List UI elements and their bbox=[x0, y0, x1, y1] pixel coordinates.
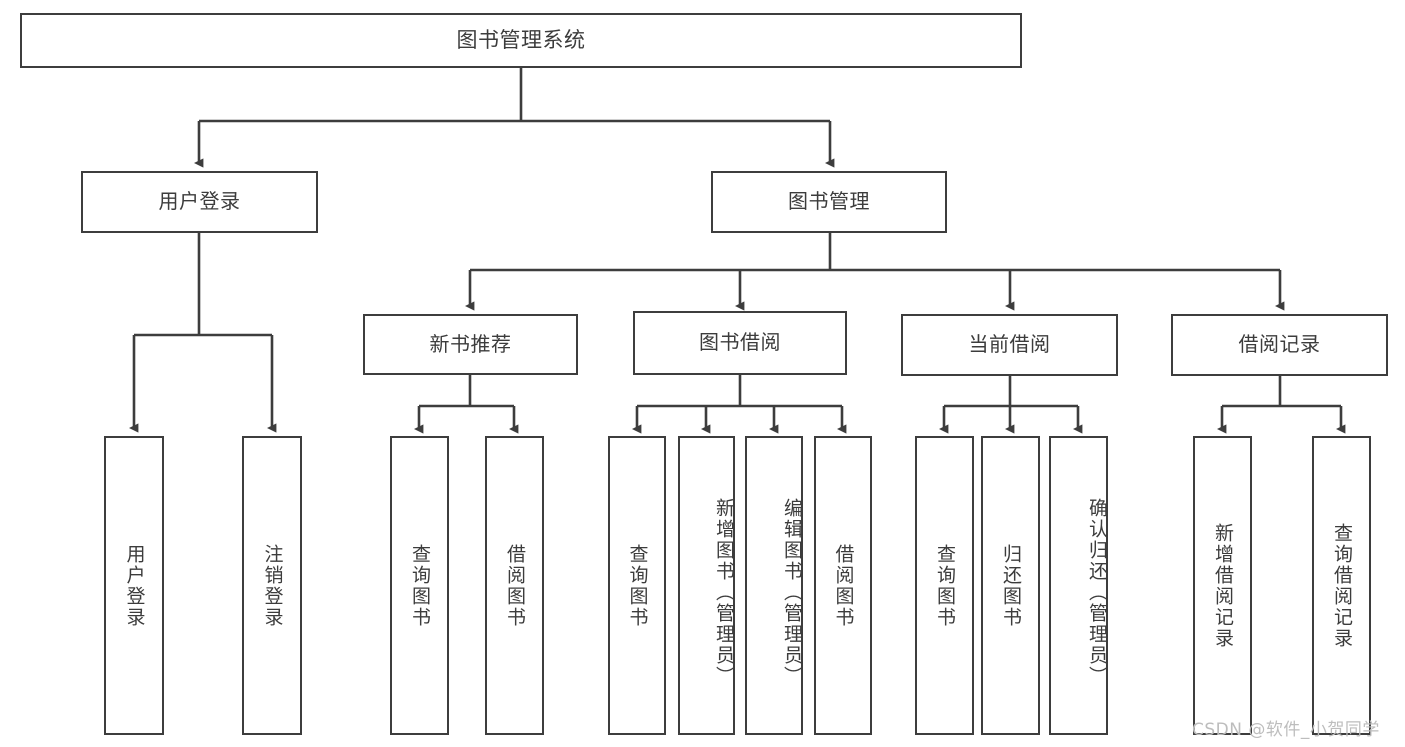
leaf-return-book[interactable]: 归还图书 bbox=[981, 436, 1040, 735]
node-book-borrow[interactable]: 图书借阅 bbox=[633, 311, 847, 375]
leaf-confirm-return-admin[interactable]: 确认归还（管理员） bbox=[1049, 436, 1108, 735]
leaf-logout[interactable]: 注销登录 bbox=[242, 436, 302, 735]
csdn-watermark: CSDN @软件_小贺同学 bbox=[1192, 720, 1380, 740]
leaf-borrow-book[interactable]: 借阅图书 bbox=[814, 436, 872, 735]
node-book-management[interactable]: 图书管理 bbox=[711, 171, 947, 233]
leaf-borrow-book-recommend[interactable]: 借阅图书 bbox=[485, 436, 544, 735]
leaf-user-login[interactable]: 用户登录 bbox=[104, 436, 164, 735]
leaf-add-book-admin[interactable]: 新增图书（管理员） bbox=[678, 436, 735, 735]
node-user-login[interactable]: 用户登录 bbox=[81, 171, 318, 233]
leaf-add-borrow-record[interactable]: 新增借阅记录 bbox=[1193, 436, 1252, 735]
leaf-edit-book-admin[interactable]: 编辑图书（管理员） bbox=[745, 436, 803, 735]
leaf-query-borrow-record[interactable]: 查询借阅记录 bbox=[1312, 436, 1371, 735]
leaf-query-book-recommend[interactable]: 查询图书 bbox=[390, 436, 449, 735]
node-borrow-record[interactable]: 借阅记录 bbox=[1171, 314, 1388, 376]
node-root-system[interactable]: 图书管理系统 bbox=[20, 13, 1022, 68]
leaf-query-book-current[interactable]: 查询图书 bbox=[915, 436, 974, 735]
node-current-borrow[interactable]: 当前借阅 bbox=[901, 314, 1118, 376]
node-new-book-recommend[interactable]: 新书推荐 bbox=[363, 314, 578, 375]
leaf-query-book-borrow[interactable]: 查询图书 bbox=[608, 436, 666, 735]
